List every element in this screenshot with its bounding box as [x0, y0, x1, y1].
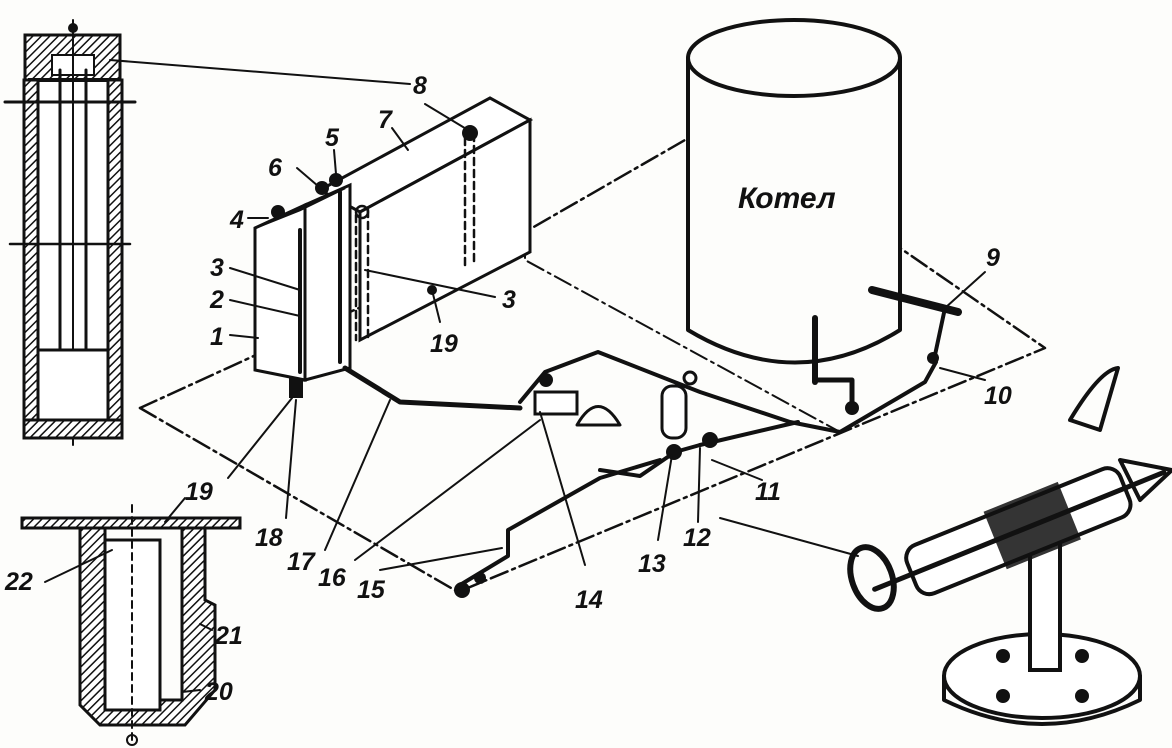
callout-13: 13: [638, 550, 666, 578]
callout-21: 21: [214, 622, 243, 650]
callout-15: 15: [357, 576, 386, 604]
cap-section-detail: [3, 19, 137, 446]
callouts: 1 2 3 3 4 5 6 7 8 9 10 11 12 13 14 15 16…: [4, 72, 1012, 706]
callout-19-bottom: 19: [185, 478, 213, 506]
callout-14: 14: [575, 586, 603, 614]
boiler-label: Котел: [738, 182, 836, 215]
callout-2: 2: [209, 286, 224, 314]
callout-20: 20: [204, 678, 233, 706]
callout-17: 17: [287, 548, 316, 576]
callout-4: 4: [229, 206, 244, 234]
callout-11: 11: [755, 478, 781, 506]
callout-22: 22: [4, 568, 33, 596]
handwheel-valve-detail: [847, 366, 1172, 726]
callout-9: 9: [986, 244, 1000, 272]
callout-8: 8: [413, 72, 427, 100]
callout-12: 12: [683, 524, 711, 552]
boiler: Котел: [686, 18, 962, 411]
callout-1: 1: [210, 323, 224, 351]
tank-block: [316, 96, 534, 343]
callout-18: 18: [255, 524, 283, 552]
callout-19-top: 19: [430, 330, 458, 358]
callout-6: 6: [268, 154, 283, 182]
callout-7: 7: [378, 106, 393, 134]
callout-10: 10: [984, 382, 1012, 410]
bolt-4: [271, 205, 285, 219]
bolt-6: [315, 181, 329, 195]
piping: [342, 350, 938, 598]
bolt-5: [329, 173, 343, 187]
plug-section-detail: [20, 504, 242, 746]
column-device: [253, 173, 437, 398]
callout-5: 5: [325, 124, 340, 152]
callout-16: 16: [318, 564, 347, 592]
leader-lines: [44, 59, 986, 693]
callout-3-left: 3: [210, 254, 224, 282]
callout-3-right: 3: [502, 286, 516, 314]
